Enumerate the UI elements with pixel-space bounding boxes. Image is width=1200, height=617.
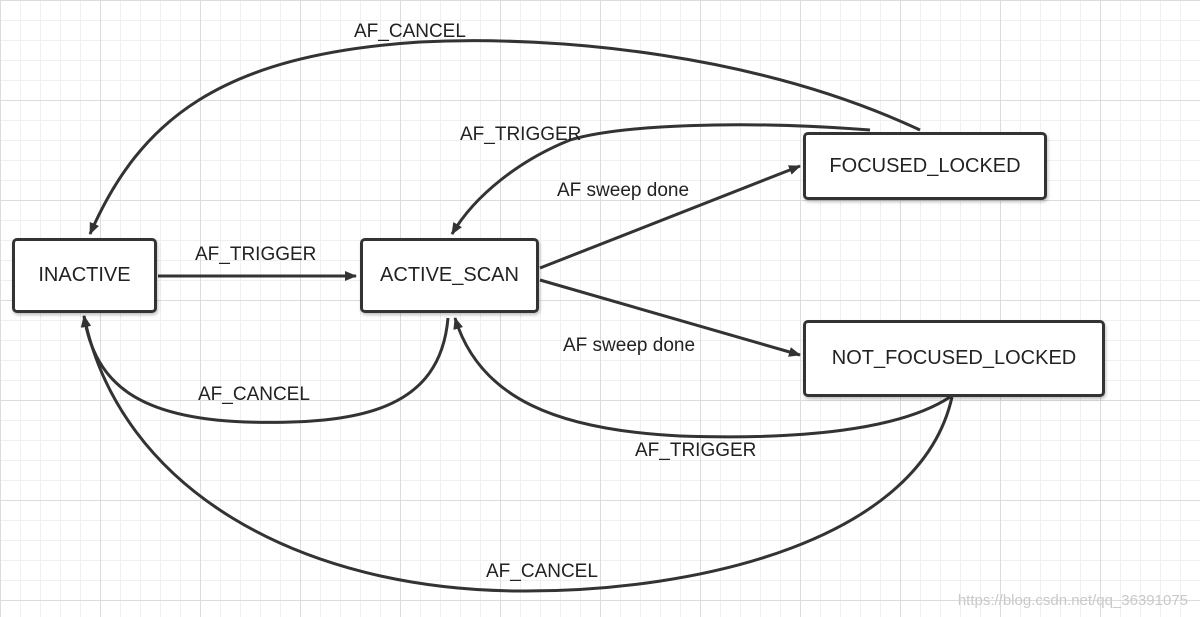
label-active-scan-to-inactive: AF_CANCEL bbox=[198, 384, 310, 405]
edge-focused-locked-to-inactive bbox=[88, 39, 921, 235]
watermark-text: https://blog.csdn.net/qq_36391075 bbox=[957, 592, 1188, 609]
state-inactive[interactable]: INACTIVE bbox=[12, 238, 157, 313]
edge-focused-locked-to-active-scan bbox=[450, 123, 871, 235]
edge-not-focused-locked-to-inactive bbox=[81, 315, 954, 593]
label-not-focused-locked-to-active-scan: AF_TRIGGER bbox=[635, 440, 757, 461]
state-focused-locked[interactable]: FOCUSED_LOCKED bbox=[803, 132, 1047, 200]
label-focused-locked-to-active-scan: AF_TRIGGER bbox=[460, 124, 582, 145]
edge-active-scan-to-not-focused-locked bbox=[539, 278, 801, 357]
state-active-scan[interactable]: ACTIVE_SCAN bbox=[360, 238, 539, 313]
label-active-scan-to-focused-locked: AF sweep done bbox=[557, 180, 690, 201]
label-inactive-to-active-scan: AF_TRIGGER bbox=[195, 244, 317, 265]
state-not-focused-locked[interactable]: NOT_FOCUSED_LOCKED bbox=[803, 320, 1105, 397]
edge-not-focused-locked-to-active-scan bbox=[453, 317, 951, 439]
edge-active-scan-to-focused-locked bbox=[539, 164, 801, 270]
label-not-focused-locked-to-inactive: AF_CANCEL bbox=[486, 561, 598, 582]
label-focused-locked-to-inactive: AF_CANCEL bbox=[354, 21, 466, 42]
label-active-scan-to-not-focused-locked: AF sweep done bbox=[563, 335, 696, 356]
edge-active-scan-to-inactive bbox=[80, 315, 450, 424]
